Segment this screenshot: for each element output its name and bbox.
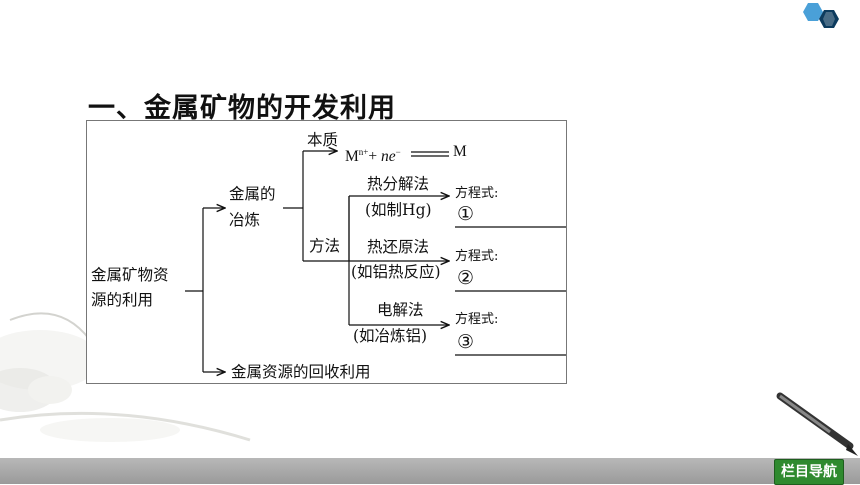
smelting-label-line1: 金属的 bbox=[229, 185, 276, 203]
method-1-blank: ① bbox=[457, 203, 475, 225]
equation-product: M bbox=[453, 143, 467, 160]
flower-decoration-icon bbox=[0, 312, 251, 442]
method-2-blank: ② bbox=[457, 267, 475, 289]
method-1-formula-label: 方程式: bbox=[455, 186, 499, 201]
method-2-name: 热还原法 bbox=[367, 238, 430, 256]
method-1-example: (如制Hg) bbox=[365, 201, 432, 219]
hexagon-decoration-icon bbox=[803, 3, 839, 28]
method-1-name: 热分解法 bbox=[367, 175, 430, 193]
essence-label: 本质 bbox=[307, 131, 339, 149]
diagram-connectors bbox=[185, 121, 566, 383]
pen-decoration-icon bbox=[776, 392, 858, 456]
recycle-label: 金属资源的回收利用 bbox=[231, 363, 371, 381]
method-3-example: (如冶炼铝) bbox=[353, 327, 428, 345]
method-3-formula-label: 方程式: bbox=[455, 312, 499, 327]
root-label-line2: 源的利用 bbox=[91, 291, 154, 309]
bottom-bar bbox=[0, 458, 860, 484]
smelting-label-line2: 冶炼 bbox=[229, 211, 261, 229]
smelting-equation: Mn++ ne− bbox=[345, 147, 401, 166]
root-label-line1: 金属矿物资 bbox=[91, 266, 169, 284]
method-3-blank: ③ bbox=[457, 331, 475, 353]
slide-title: 一、金属矿物的开发利用 bbox=[88, 93, 396, 125]
method-3-name: 电解法 bbox=[377, 301, 424, 319]
method-2-formula-label: 方程式: bbox=[455, 249, 499, 264]
method-label: 方法 bbox=[309, 237, 341, 255]
method-2-example: (如铝热反应) bbox=[351, 263, 441, 281]
section-nav-button[interactable]: 栏目导航 bbox=[774, 459, 844, 485]
concept-diagram: 金属矿物资 源的利用 金属的 冶炼 本质 Mn++ ne− M 方法 热分解法 … bbox=[86, 120, 567, 384]
